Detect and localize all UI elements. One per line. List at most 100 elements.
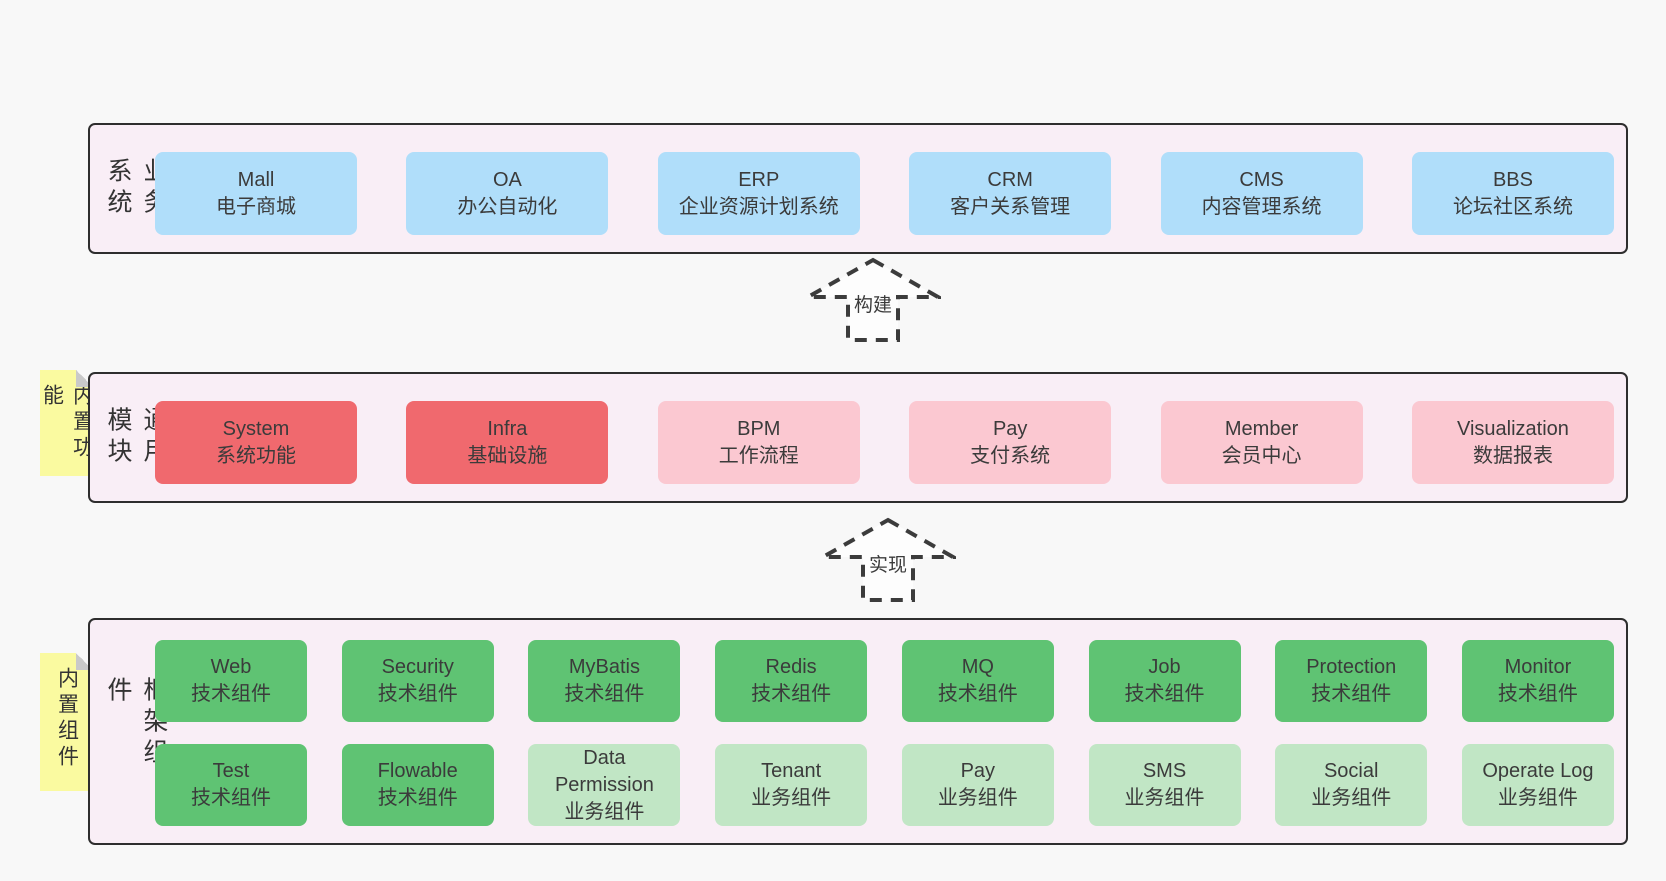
box-data-permission: Data Permission 业务组件 bbox=[528, 744, 681, 826]
box-subtitle: 技术组件 bbox=[1124, 683, 1205, 705]
box-flowable: Flowable 技术组件 bbox=[341, 744, 494, 826]
box-erp: ERP 企业资源计划系统 bbox=[657, 152, 860, 235]
box-subtitle: 业务组件 bbox=[751, 787, 832, 809]
box-cms: CMS 内容管理系统 bbox=[1160, 152, 1363, 235]
box-title: CMS bbox=[1239, 168, 1284, 191]
box-mall: Mall 电子商城 bbox=[155, 152, 357, 235]
box-subtitle: 技术组件 bbox=[191, 683, 271, 705]
box-protection: Protection 技术组件 bbox=[1275, 640, 1428, 722]
box-visualization: Visualization 数据报表 bbox=[1411, 401, 1614, 484]
box-title: Pay bbox=[960, 760, 996, 782]
box-bbs: BBS 论坛社区系统 bbox=[1411, 152, 1614, 235]
sticky-label: 内置组件 bbox=[55, 667, 79, 771]
box-subtitle: 业务组件 bbox=[564, 800, 645, 823]
business-layer-panel: 业务系统 Mall 电子商城 OA 办公自动化 ERP 企业资源计划系统 CRM… bbox=[88, 123, 1628, 254]
box-social: Social 业务组件 bbox=[1275, 744, 1428, 826]
box-subtitle: 系统功能 bbox=[216, 444, 296, 467]
box-subtitle: 论坛社区系统 bbox=[1452, 195, 1573, 218]
components-box-row-1: Web 技术组件 Security 技术组件 MyBatis 技术组件 Redi… bbox=[155, 640, 1614, 722]
box-bpm: BPM 工作流程 bbox=[657, 401, 860, 484]
box-job: Job 技术组件 bbox=[1088, 640, 1241, 722]
box-subtitle: 业务组件 bbox=[1311, 787, 1392, 809]
box-title: Visualization bbox=[1456, 417, 1569, 440]
box-subtitle: 业务组件 bbox=[1497, 787, 1578, 809]
box-subtitle: 技术组件 bbox=[377, 787, 458, 809]
box-crm: CRM 客户关系管理 bbox=[909, 152, 1112, 235]
box-subtitle: 技术组件 bbox=[191, 787, 271, 809]
build-arrow: 构建 bbox=[805, 257, 941, 342]
box-title: SMS bbox=[1142, 760, 1187, 782]
box-subtitle: 数据报表 bbox=[1472, 444, 1553, 467]
modules-layer-panel: 通用模块 System 系统功能 Infra 基础设施 BPM 工作流程 Pay… bbox=[88, 372, 1628, 503]
box-subtitle: 技术组件 bbox=[937, 683, 1018, 705]
box-title: MQ bbox=[961, 656, 994, 678]
box-title: Data Permission bbox=[554, 746, 654, 796]
modules-box-row: System 系统功能 Infra 基础设施 BPM 工作流程 Pay 支付系统… bbox=[155, 401, 1614, 484]
box-subtitle: 工作流程 bbox=[718, 444, 799, 467]
box-title: Pay bbox=[992, 417, 1028, 440]
box-system: System 系统功能 bbox=[155, 401, 357, 484]
box-subtitle: 技术组件 bbox=[1497, 683, 1578, 705]
box-title: Member bbox=[1224, 417, 1299, 440]
implement-arrow-label: 实现 bbox=[869, 554, 907, 576]
box-redis: Redis 技术组件 bbox=[715, 640, 868, 722]
box-subtitle: 企业资源计划系统 bbox=[678, 195, 839, 218]
box-title: Mall bbox=[237, 168, 275, 191]
up-arrow-icon bbox=[820, 517, 956, 602]
box-pay-component: Pay 业务组件 bbox=[901, 744, 1054, 826]
box-title: OA bbox=[492, 168, 522, 191]
box-test: Test 技术组件 bbox=[155, 744, 307, 826]
sticky-label: 内置功能 bbox=[40, 384, 94, 462]
box-title: CRM bbox=[987, 168, 1033, 191]
box-subtitle: 内容管理系统 bbox=[1201, 195, 1322, 218]
box-title: Social bbox=[1323, 760, 1379, 782]
box-subtitle: 技术组件 bbox=[377, 683, 458, 705]
box-title: Flowable bbox=[377, 760, 458, 782]
box-title: Test bbox=[212, 760, 250, 782]
box-title: Web bbox=[210, 656, 252, 678]
box-subtitle: 会员中心 bbox=[1221, 444, 1302, 467]
business-box-row: Mall 电子商城 OA 办公自动化 ERP 企业资源计划系统 CRM 客户关系… bbox=[155, 152, 1614, 235]
box-title: MyBatis bbox=[568, 656, 640, 678]
box-title: Operate Log bbox=[1482, 760, 1594, 782]
box-subtitle: 业务组件 bbox=[1124, 787, 1205, 809]
box-oa: OA 办公自动化 bbox=[406, 152, 609, 235]
box-subtitle: 客户关系管理 bbox=[950, 195, 1071, 218]
box-subtitle: 基础设施 bbox=[467, 444, 548, 467]
box-title: Security bbox=[381, 656, 454, 678]
box-title: ERP bbox=[738, 168, 780, 191]
build-arrow-label: 构建 bbox=[854, 294, 892, 316]
box-infra: Infra 基础设施 bbox=[406, 401, 609, 484]
sticky-note-builtin-components: 内置组件 bbox=[40, 653, 93, 791]
box-tenant: Tenant 业务组件 bbox=[715, 744, 868, 826]
components-layer-panel: 框架组件 Web 技术组件 Security 技术组件 MyBatis 技术组件… bbox=[88, 618, 1628, 845]
box-title: Protection bbox=[1306, 656, 1397, 678]
box-title: Job bbox=[1148, 656, 1181, 678]
box-mq: MQ 技术组件 bbox=[901, 640, 1054, 722]
components-box-row-2: Test 技术组件 Flowable 技术组件 Data Permission … bbox=[155, 744, 1614, 826]
box-title: Redis bbox=[765, 656, 817, 678]
box-subtitle: 技术组件 bbox=[751, 683, 832, 705]
box-subtitle: 业务组件 bbox=[937, 787, 1018, 809]
box-title: System bbox=[222, 417, 290, 440]
box-sms: SMS 业务组件 bbox=[1088, 744, 1241, 826]
box-subtitle: 技术组件 bbox=[564, 683, 645, 705]
sticky-note-builtin-features: 内置功能 bbox=[40, 370, 94, 476]
box-subtitle: 支付系统 bbox=[970, 444, 1051, 467]
up-arrow-icon bbox=[805, 257, 941, 342]
box-title: Tenant bbox=[761, 760, 822, 782]
box-operate-log: Operate Log 业务组件 bbox=[1461, 744, 1614, 826]
box-title: Infra bbox=[487, 417, 528, 440]
box-subtitle: 办公自动化 bbox=[457, 195, 558, 218]
box-pay-module: Pay 支付系统 bbox=[909, 401, 1112, 484]
box-security: Security 技术组件 bbox=[341, 640, 494, 722]
implement-arrow: 实现 bbox=[820, 517, 956, 602]
box-title: BBS bbox=[1492, 168, 1533, 191]
box-monitor: Monitor 技术组件 bbox=[1461, 640, 1614, 722]
box-subtitle: 技术组件 bbox=[1311, 683, 1392, 705]
box-title: Monitor bbox=[1504, 656, 1572, 678]
box-web: Web 技术组件 bbox=[155, 640, 307, 722]
box-subtitle: 电子商城 bbox=[216, 195, 296, 218]
box-mybatis: MyBatis 技术组件 bbox=[528, 640, 681, 722]
box-member: Member 会员中心 bbox=[1160, 401, 1363, 484]
